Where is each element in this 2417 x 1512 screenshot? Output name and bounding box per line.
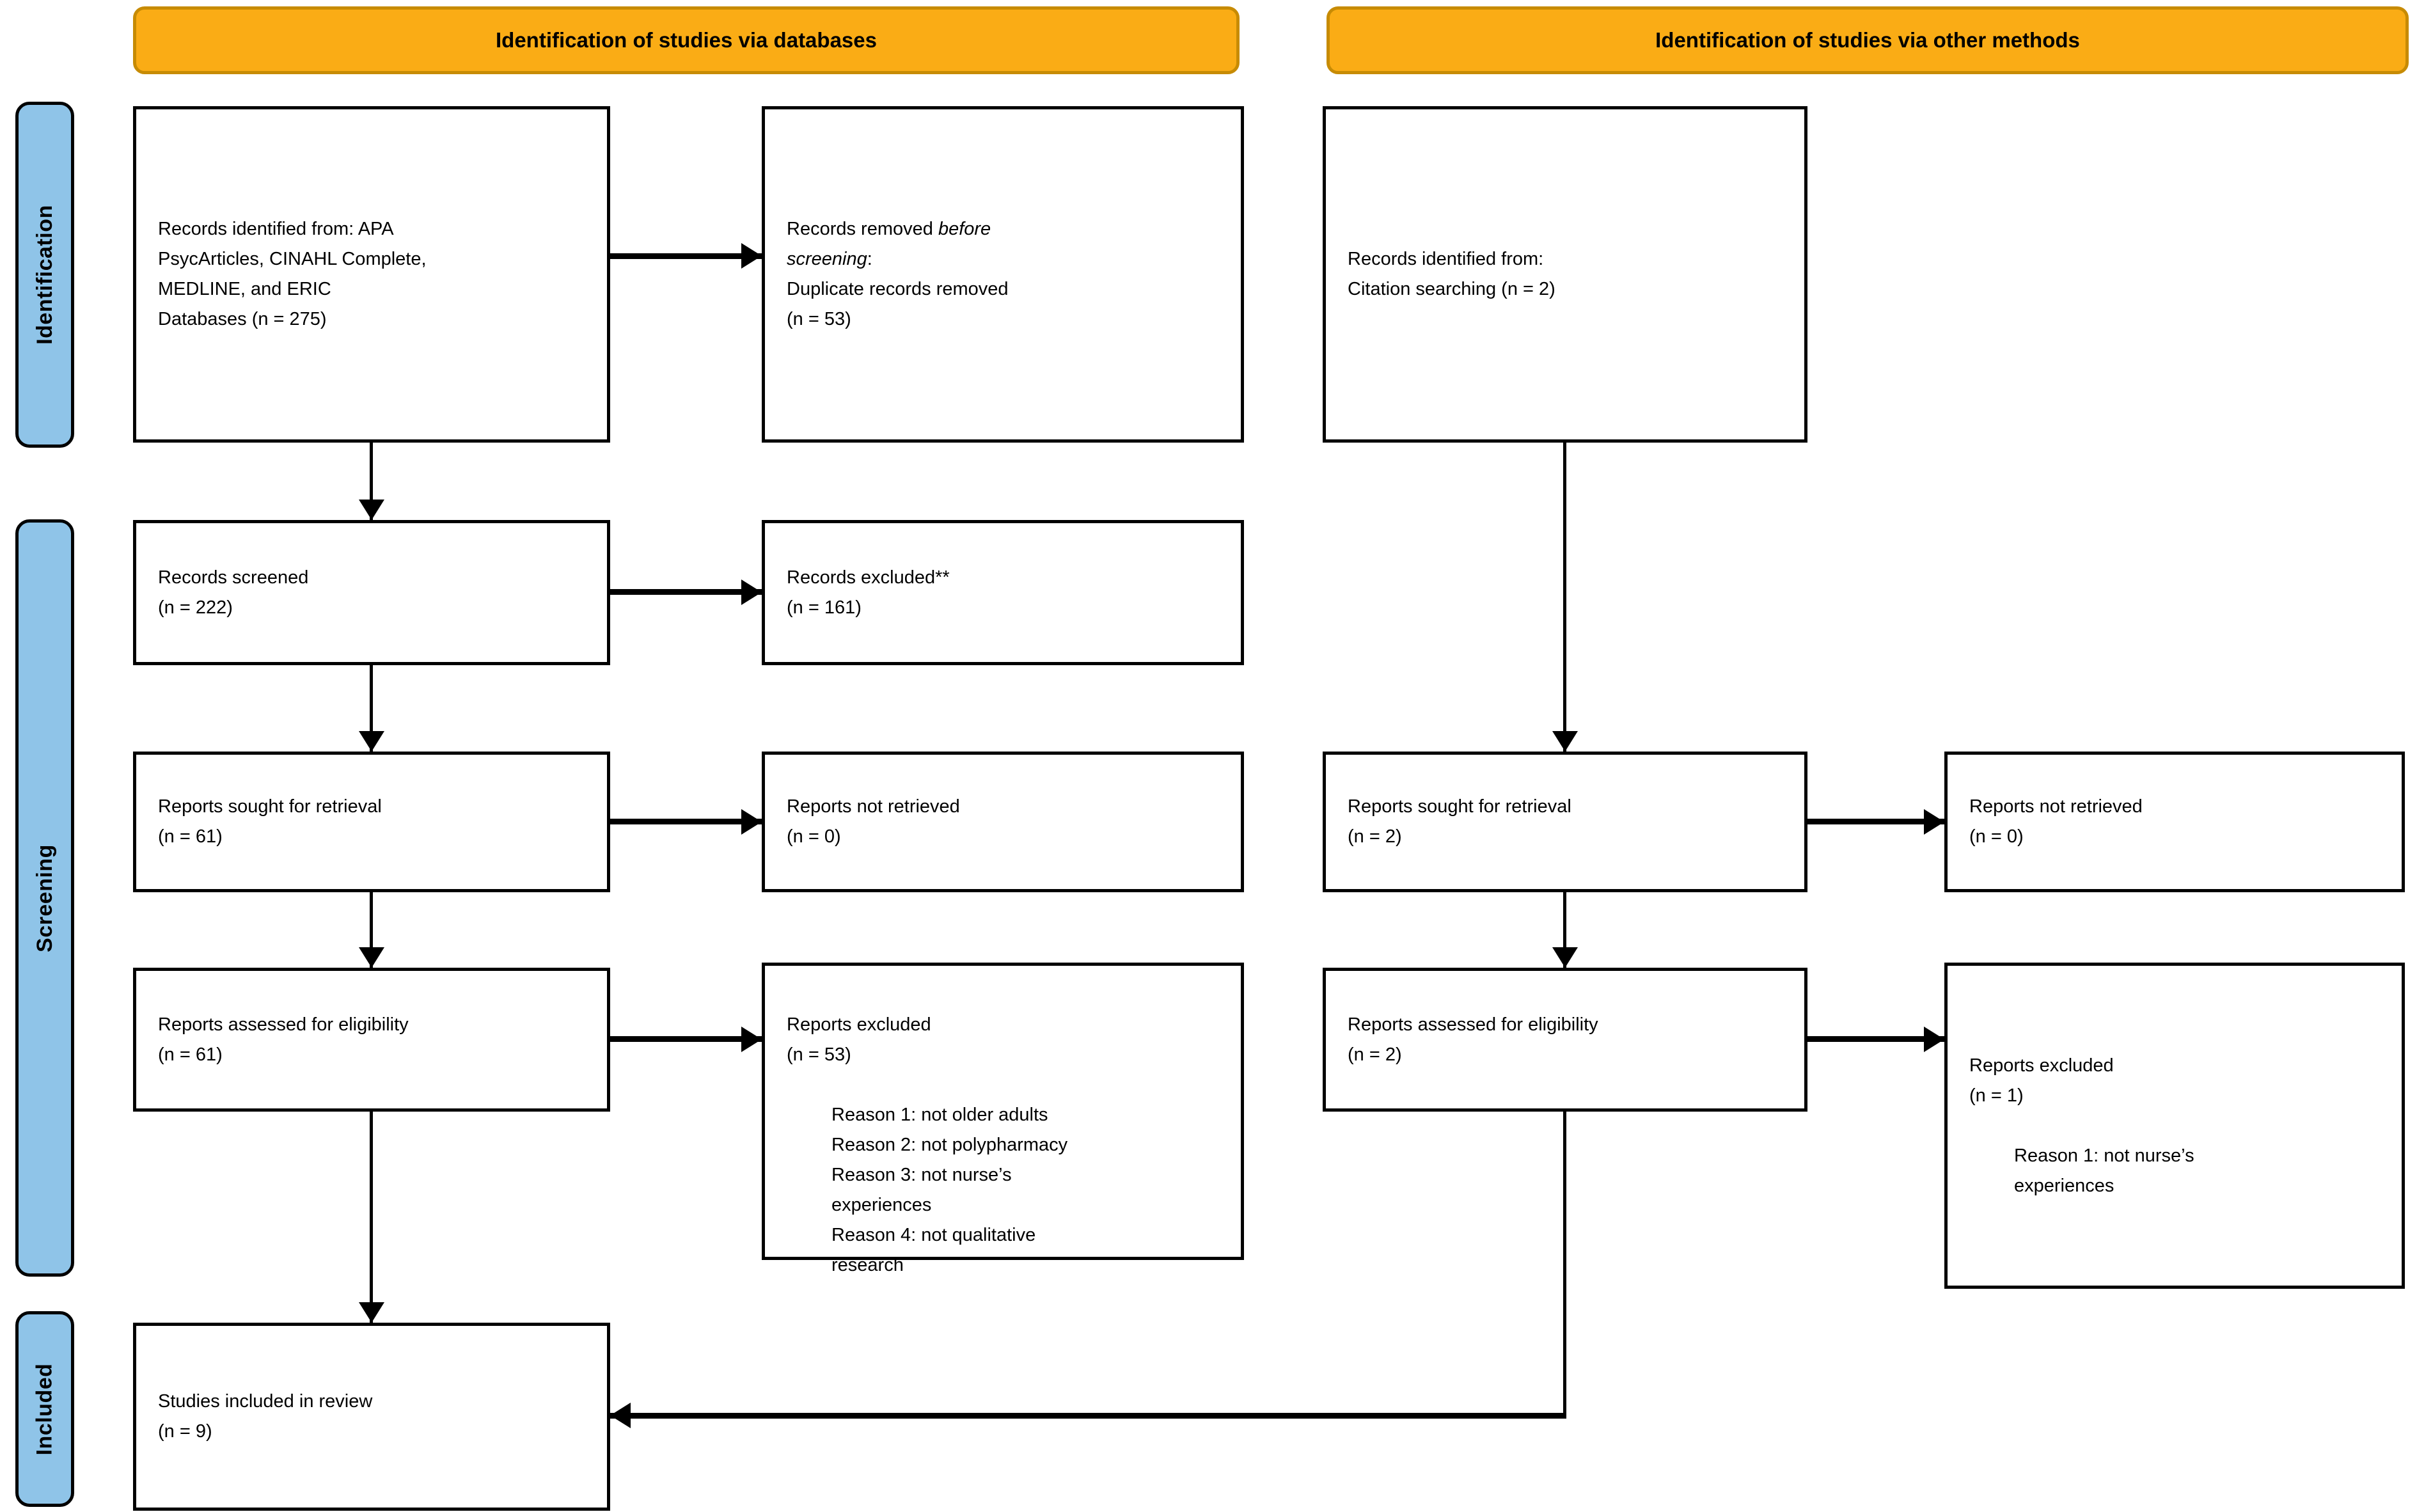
box-reports-not-retrieved-other: Reports not retrieved (n = 0)	[1944, 752, 2405, 892]
arrow-other-branch-down-line	[1563, 1112, 1566, 1417]
stage-included: Included	[15, 1311, 74, 1507]
arrow-sought-other-to-notretrieved-head-icon	[1924, 809, 1944, 835]
box-reports-not-retrieved-other-text: Reports not retrieved (n = 0)	[1969, 796, 2143, 847]
box-records-removed-text: Records removed before screening: Duplic…	[787, 214, 1009, 335]
box-records-identified-databases: Records identified from: APA PsycArticle…	[133, 106, 610, 443]
arrow-identified-to-screened-line	[370, 443, 373, 520]
reports-excluded-other-title: Reports excluded (n = 1)	[1969, 1055, 2114, 1106]
box-reports-assessed-databases: Reports assessed for eligibility (n = 61…	[133, 968, 610, 1112]
arrow-sought-other-to-assessed-line	[1563, 892, 1566, 968]
records-removed-italic: before screening	[787, 219, 991, 269]
records-removed-suffix: : Duplicate records removed (n = 53)	[787, 249, 1009, 329]
arrow-assessed-to-included-head-icon	[359, 1302, 384, 1323]
box-records-screened-text: Records screened (n = 222)	[158, 567, 309, 618]
arrow-identified-to-screened-head-icon	[359, 500, 384, 520]
arrow-sought-other-to-notretrieved-line	[1807, 819, 1944, 824]
reports-excluded-other-reasons: Reason 1: not nurse’s experiences	[2014, 1145, 2194, 1196]
box-reports-assessed-other: Reports assessed for eligibility (n = 2)	[1323, 968, 1807, 1112]
arrow-screened-to-excluded-line	[610, 589, 762, 595]
box-reports-sought-other-text: Reports sought for retrieval (n = 2)	[1348, 796, 1571, 847]
stage-screening: Screening	[15, 519, 74, 1277]
box-records-identified-citation-text: Records identified from: Citation search…	[1348, 249, 1555, 299]
arrow-sought-to-assessed-head-icon	[359, 947, 384, 968]
box-reports-sought-databases: Reports sought for retrieval (n = 61)	[133, 752, 610, 892]
box-reports-excluded-other: Reports excluded (n = 1) Reason 1: not n…	[1944, 963, 2405, 1289]
box-studies-included: Studies included in review (n = 9)	[133, 1323, 610, 1511]
arrow-citation-to-sought-head-icon	[1552, 731, 1578, 752]
arrow-assessed-to-included-line	[370, 1112, 373, 1323]
box-reports-not-retrieved-databases: Reports not retrieved (n = 0)	[762, 752, 1244, 892]
records-removed-prefix: Records removed	[787, 219, 938, 239]
box-records-identified-citation: Records identified from: Citation search…	[1323, 106, 1807, 443]
box-records-screened: Records screened (n = 222)	[133, 520, 610, 665]
arrow-sought-to-assessed-line	[370, 892, 373, 968]
banner-other-methods-label: Identification of studies via other meth…	[1655, 28, 2080, 52]
box-reports-assessed-databases-text: Reports assessed for eligibility (n = 61…	[158, 1014, 409, 1065]
stage-identification-label: Identification	[32, 205, 57, 345]
reports-excluded-databases-reasons: Reason 1: not older adults Reason 2: not…	[831, 1105, 1068, 1275]
box-reports-sought-other: Reports sought for retrieval (n = 2)	[1323, 752, 1807, 892]
box-records-excluded: Records excluded** (n = 161)	[762, 520, 1244, 665]
arrow-citation-to-sought-line	[1563, 443, 1566, 752]
arrow-other-branch-head-icon	[610, 1403, 631, 1428]
arrow-screened-to-excluded-head-icon	[741, 579, 762, 605]
arrow-sought-other-to-assessed-head-icon	[1552, 947, 1578, 968]
box-records-removed: Records removed before screening: Duplic…	[762, 106, 1244, 443]
arrow-screened-to-sought-head-icon	[359, 731, 384, 752]
arrow-screened-to-sought-line	[370, 665, 373, 752]
arrow-identified-to-removed-line	[610, 253, 762, 259]
box-studies-included-text: Studies included in review (n = 9)	[158, 1391, 373, 1442]
box-records-excluded-text: Records excluded** (n = 161)	[787, 567, 950, 618]
arrow-assessed-other-to-excluded-head-icon	[1924, 1027, 1944, 1052]
banner-other-methods: Identification of studies via other meth…	[1327, 6, 2409, 74]
banner-databases-label: Identification of studies via databases	[496, 28, 877, 52]
arrow-other-branch-across-line	[610, 1413, 1566, 1419]
arrow-assessed-to-excluded-head-icon	[741, 1027, 762, 1052]
box-reports-sought-databases-text: Reports sought for retrieval (n = 61)	[158, 796, 382, 847]
arrow-sought-to-notretrieved-line	[610, 819, 762, 824]
box-records-identified-databases-text: Records identified from: APA PsycArticle…	[158, 219, 427, 329]
arrow-identified-to-removed-head-icon	[741, 243, 762, 269]
box-reports-not-retrieved-databases-text: Reports not retrieved (n = 0)	[787, 796, 960, 847]
arrow-sought-to-notretrieved-head-icon	[741, 809, 762, 835]
arrow-assessed-other-to-excluded-line	[1807, 1036, 1944, 1042]
stage-screening-label: Screening	[32, 844, 57, 952]
box-reports-assessed-other-text: Reports assessed for eligibility (n = 2)	[1348, 1014, 1598, 1065]
banner-databases: Identification of studies via databases	[133, 6, 1240, 74]
box-reports-excluded-other-text: Reports excluded (n = 1) Reason 1: not n…	[1969, 1021, 2194, 1231]
arrow-assessed-to-excluded-line	[610, 1036, 762, 1042]
box-reports-excluded-databases-text: Reports excluded (n = 53) Reason 1: not …	[787, 980, 1067, 1311]
stage-included-label: Included	[32, 1363, 57, 1455]
stage-identification: Identification	[15, 102, 74, 448]
reports-excluded-databases-title: Reports excluded (n = 53)	[787, 1014, 931, 1065]
box-reports-excluded-databases: Reports excluded (n = 53) Reason 1: not …	[762, 963, 1244, 1275]
